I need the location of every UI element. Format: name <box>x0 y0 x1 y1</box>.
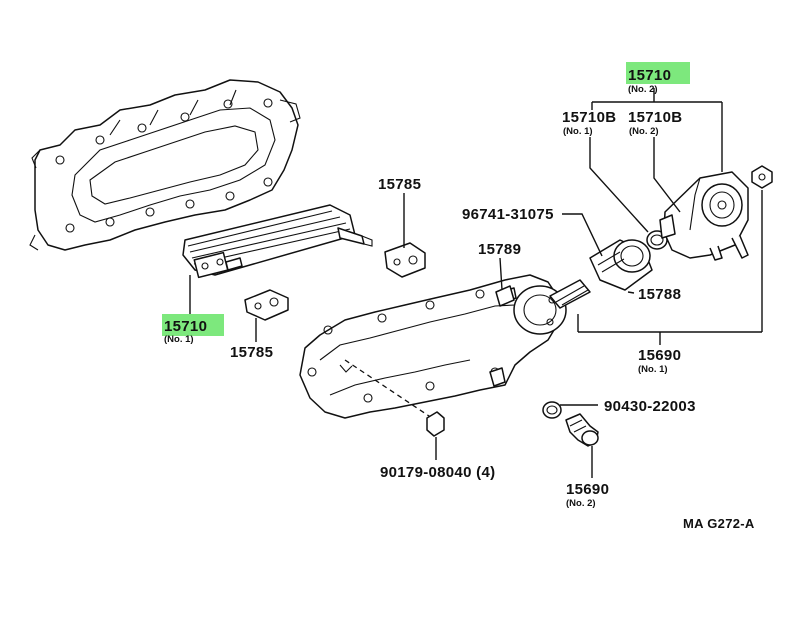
label-15785-top[interactable]: 15785 <box>378 176 421 193</box>
label-15710-no1[interactable]: 15710 <box>164 318 207 335</box>
highlight-15710-no2 <box>626 62 690 84</box>
label-15710-no1-sub: (No. 1) <box>164 334 194 345</box>
plug-15690-no2-drawing <box>542 401 599 447</box>
oil-cooler-no2-drawing <box>659 171 749 261</box>
label-15710b-no2[interactable]: 15710B <box>628 109 682 126</box>
label-15690-no1[interactable]: 15690 <box>638 347 681 364</box>
label-15690-no2-sub: (No. 2) <box>566 498 596 509</box>
oil-cooler-cover-drawing <box>299 274 567 419</box>
gasket-15785-bottom-drawing <box>244 289 289 321</box>
label-15710-no2-sub: (No. 2) <box>628 84 658 95</box>
label-96741-31075[interactable]: 96741-31075 <box>462 206 554 223</box>
label-15788[interactable]: 15788 <box>638 286 681 303</box>
leader-lines <box>189 88 763 478</box>
highlight-15710-no1 <box>162 314 224 336</box>
bypass-sleeve-15788-drawing <box>589 239 653 291</box>
oil-cooler-core-drawing <box>182 204 373 279</box>
label-15710b-no2-sub: (No. 2) <box>629 126 659 137</box>
engine-block-drawing <box>29 79 301 251</box>
nut-15690-drawing <box>751 165 773 189</box>
label-15785-bottom[interactable]: 15785 <box>230 344 273 361</box>
label-15789[interactable]: 15789 <box>478 241 521 258</box>
label-15710b-no1-sub: (No. 1) <box>563 126 593 137</box>
reference-code: MA G272-A <box>683 516 755 531</box>
bolt-90179-drawing <box>344 359 445 437</box>
label-15710-no2[interactable]: 15710 <box>628 67 671 84</box>
label-15690-no1-sub: (No. 1) <box>638 364 668 375</box>
label-15710b-no1[interactable]: 15710B <box>562 109 616 126</box>
label-90179-08040[interactable]: 90179-08040 (4) <box>380 464 495 481</box>
gasket-15785-top-drawing <box>384 242 426 278</box>
label-90430-22003[interactable]: 90430-22003 <box>604 398 696 415</box>
relief-valve-stud-drawing <box>549 279 591 309</box>
pipe-15789-drawing <box>495 285 515 307</box>
label-15690-no2[interactable]: 15690 <box>566 481 609 498</box>
